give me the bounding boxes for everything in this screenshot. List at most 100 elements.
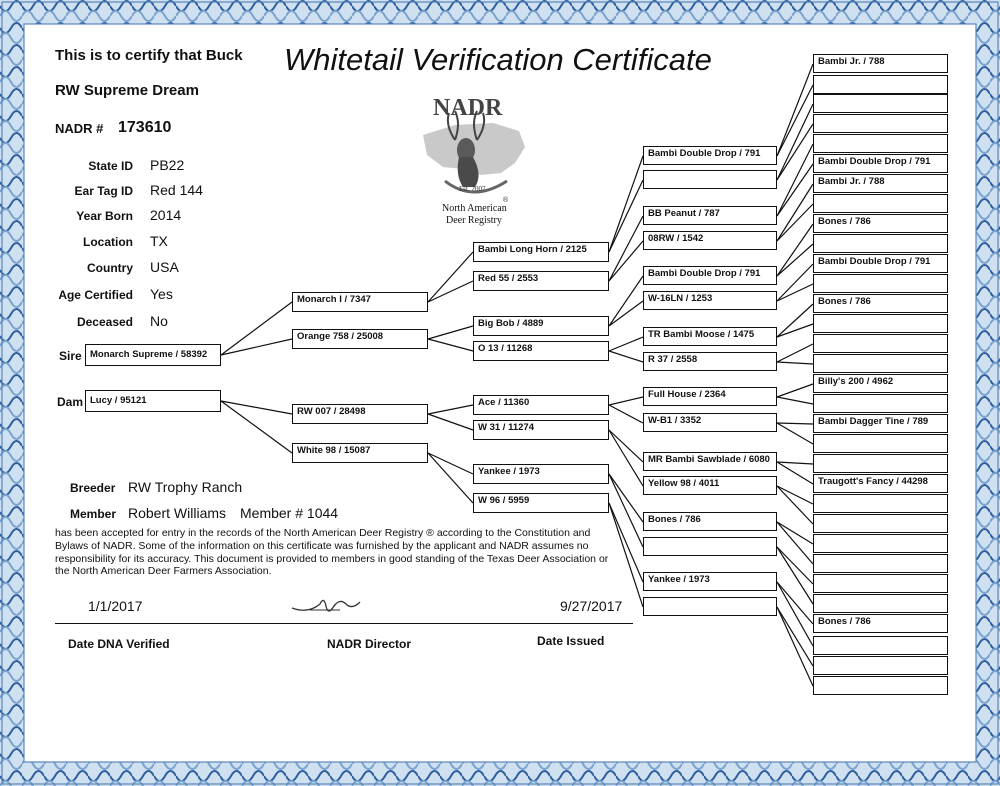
gen5-box (813, 134, 948, 153)
connector-line (427, 452, 474, 475)
gen5-box (813, 656, 948, 675)
gen5-box: Bones / 786 (813, 614, 948, 633)
connector-line (427, 325, 474, 340)
connector-line (776, 223, 814, 277)
connector-line (776, 303, 814, 338)
gen5-box: Bambi Jr. / 788 (813, 54, 948, 73)
connector-line (608, 275, 644, 327)
gen3-box: Red 55 / 2553 (473, 271, 609, 291)
gen3-box: Yankee / 1973 (473, 464, 609, 484)
certify-line: This is to certify that Buck (55, 47, 243, 64)
connector-line (776, 422, 814, 445)
gen4-box: Yellow 98 / 4011 (643, 476, 777, 495)
gen5-box: Bambi Dagger Tine / 789 (813, 414, 948, 433)
connector-line (220, 301, 293, 356)
gen5-box (813, 454, 948, 473)
connector-line (220, 338, 293, 356)
connector-line (776, 485, 814, 505)
connector-line (776, 103, 814, 181)
gen4-box: Bambi Double Drop / 791 (643, 146, 777, 165)
nadr-label: NADR # (55, 121, 104, 136)
field-label: Year Born (76, 209, 133, 223)
gen5-box (813, 394, 948, 413)
connector-line (776, 163, 814, 217)
gen5-box (813, 314, 948, 333)
connector-line (608, 155, 644, 253)
connector-line (608, 396, 644, 406)
buck-name: RW Supreme Dream (55, 82, 199, 99)
gen4-box: MR Bambi Sawblade / 6080 (643, 452, 777, 471)
connector-line (776, 396, 814, 405)
connector-line (608, 429, 644, 463)
gen4-box: Bambi Double Drop / 791 (643, 266, 777, 285)
gen5-box (813, 534, 948, 553)
gen5-box: Bones / 786 (813, 214, 948, 233)
acceptance-paragraph: has been accepted for entry in the recor… (55, 527, 609, 578)
gen5-box (813, 676, 948, 695)
field-value: USA (150, 259, 179, 275)
connector-line (776, 263, 814, 302)
connector-line (427, 251, 474, 303)
deer-map-emblem (423, 110, 525, 194)
logo-registered-mark: ® (503, 197, 509, 204)
gen5-box (813, 194, 948, 213)
connector-line (427, 338, 474, 352)
gen3-box: W 31 / 11274 (473, 420, 609, 440)
date-verified-label: Date DNA Verified (68, 637, 170, 651)
gen4-box: W-B1 / 3352 (643, 413, 777, 432)
logo-name: NADR (433, 95, 503, 121)
field-label: Deceased (76, 315, 133, 329)
gen5-box: Bones / 786 (813, 294, 948, 313)
dam-box: Lucy / 95121 (85, 390, 221, 412)
gen5-box: Bambi Jr. / 788 (813, 174, 948, 193)
gen4-box: Yankee / 1973 (643, 572, 777, 591)
gen2-box: Orange 758 / 25008 (292, 329, 428, 349)
sire-box: Monarch Supreme / 58392 (85, 344, 221, 366)
gen5-box (813, 234, 948, 253)
connector-line (776, 546, 814, 585)
nadr-number: 173610 (118, 119, 172, 136)
sire-label: Sire (59, 349, 82, 363)
connector-line (608, 336, 644, 352)
connector-line (608, 502, 644, 583)
date-issued-label: Date Issued (537, 634, 605, 648)
nadr-logo: NADR Est. 2007 ® North American Deer Reg… (415, 95, 535, 230)
gen2-box: White 98 / 15087 (292, 443, 428, 463)
connector-line (220, 400, 293, 415)
gen5-box (813, 94, 948, 113)
connector-line (776, 323, 814, 338)
connector-line (776, 606, 814, 667)
gen5-box (813, 274, 948, 293)
gen5-box: Bambi Double Drop / 791 (813, 254, 948, 273)
connector-line (776, 581, 814, 647)
connector-line (776, 343, 814, 363)
connector-line (776, 546, 814, 605)
connector-line (608, 350, 644, 363)
connector-line (776, 243, 814, 277)
gen5-box: Bambi Double Drop / 791 (813, 154, 948, 173)
connector-line (427, 404, 474, 415)
field-value: 2014 (150, 207, 182, 223)
gen4-box: BB Peanut / 787 (643, 206, 777, 225)
gen5-box (813, 354, 948, 373)
connector-line (776, 461, 814, 485)
gen4-box: Full House / 2364 (643, 387, 777, 406)
connector-line (608, 179, 644, 253)
signature-line (55, 623, 633, 624)
gen4-box: 08RW / 1542 (643, 231, 777, 250)
connector-line (608, 473, 644, 523)
connector-line (776, 203, 814, 242)
connector-line (427, 280, 474, 303)
connector-line (776, 361, 814, 365)
connector-line (220, 400, 293, 454)
field-label: Location (83, 235, 133, 249)
gen4-box: W-16LN / 1253 (643, 291, 777, 310)
connector-line (776, 581, 814, 625)
gen5-box (813, 494, 948, 513)
gen5-box (813, 114, 948, 133)
connector-line (427, 413, 474, 431)
field-label: Age Certified (58, 288, 133, 302)
logo-org-line2: Deer Registry (446, 215, 502, 226)
connector-line (608, 215, 644, 282)
